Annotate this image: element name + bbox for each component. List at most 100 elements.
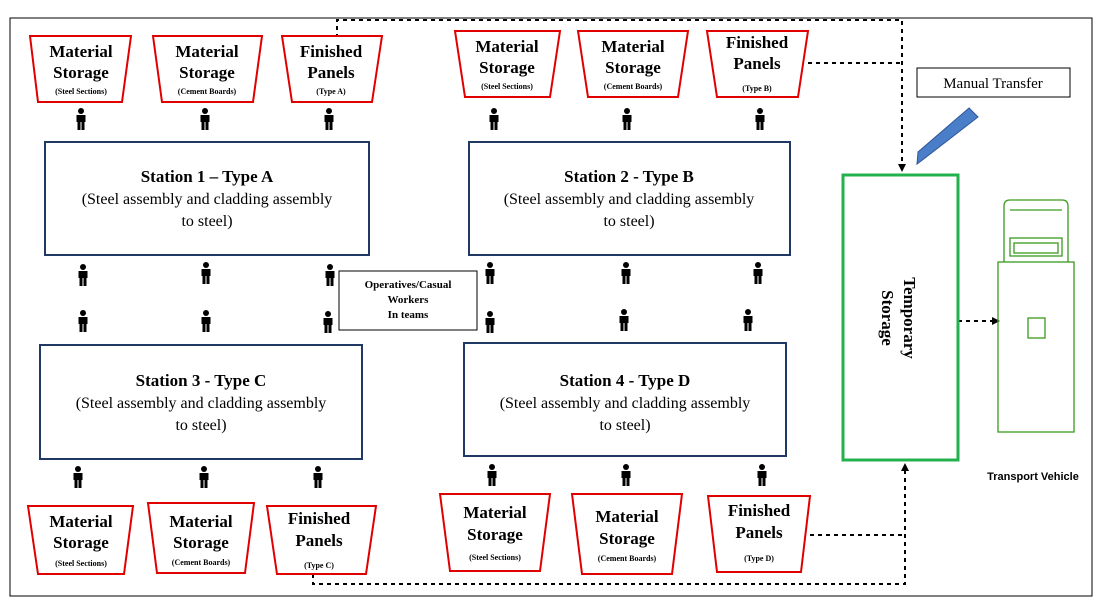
station-1: Station 1 – Type A (Steel assembly and c…	[44, 141, 370, 256]
station-desc-line2: to steel)	[603, 213, 654, 230]
worker-figure	[313, 466, 323, 488]
worker-figure	[621, 262, 631, 284]
manual-transfer-arrow-icon	[916, 107, 979, 166]
worker-figure	[323, 311, 333, 333]
panels-subtitle: (Type A)	[316, 87, 346, 96]
storage-cement-boards-1: Material Storage (Cement Boards)	[151, 35, 264, 103]
worker-figure	[324, 108, 334, 130]
storage-steel-sections-4: Material Storage (Steel Sections)	[438, 493, 552, 572]
station-desc-line1: (Steel assembly and cladding assembly	[504, 191, 755, 208]
storage-subtitle: (Cement Boards)	[604, 82, 663, 91]
finished-panels-type-d: Finished Panels (Type D)	[706, 495, 812, 573]
operatives-label: Operatives/Casual Workers In teams	[338, 270, 478, 331]
panels-title-line2: Panels	[735, 523, 783, 542]
panels-title-line2: Panels	[295, 531, 343, 550]
finished-panels-type-b: Finished Panels (Type B)	[705, 30, 810, 98]
worker-figure	[755, 108, 765, 130]
worker-figure	[485, 311, 495, 333]
panels-subtitle: (Type B)	[742, 84, 772, 93]
storage-cement-boards-2: Material Storage (Cement Boards)	[576, 30, 690, 98]
station-title: Station 2 - Type B	[564, 167, 694, 186]
storage-title-line2: Storage	[599, 529, 655, 548]
transport-vehicle-label: Transport Vehicle	[987, 471, 1079, 483]
panels-title-line2: Panels	[733, 54, 781, 73]
panels-title-line1: Finished	[728, 501, 791, 520]
storage-title-line2: Storage	[467, 525, 523, 544]
station-3: Station 3 - Type C (Steel assembly and c…	[39, 344, 363, 460]
storage-subtitle: (Steel Sections)	[469, 553, 521, 562]
station-desc-line2: to steel)	[599, 417, 650, 434]
worker-figure	[199, 466, 209, 488]
station-desc-line1: (Steel assembly and cladding assembly	[82, 191, 333, 208]
storage-title-line1: Material	[601, 37, 665, 56]
station-title: Station 3 - Type C	[136, 371, 267, 390]
worker-figure	[78, 310, 88, 332]
storage-subtitle: (Cement Boards)	[598, 554, 657, 563]
worker-figure	[487, 464, 497, 486]
station-desc-line1: (Steel assembly and cladding assembly	[500, 395, 751, 412]
storage-title-line2: Storage	[53, 533, 109, 552]
storage-title-line1: Material	[463, 503, 527, 522]
storage-cement-boards-3: Material Storage (Cement Boards)	[146, 502, 256, 574]
manual-transfer-callout: Manual Transfer	[916, 67, 1071, 166]
panels-subtitle: (Type C)	[304, 561, 334, 570]
station-desc-line2: to steel)	[175, 417, 226, 434]
station-title: Station 4 - Type D	[560, 371, 691, 390]
transfer-routes	[312, 19, 1000, 585]
storage-title-line2: Storage	[173, 533, 229, 552]
finished-panels-type-c: Finished Panels (Type C)	[265, 505, 378, 575]
storage-title-line1: Material	[49, 512, 113, 531]
storage-title-line2: Storage	[53, 63, 109, 82]
diagram-frame	[9, 17, 1093, 597]
panels-title-line1: Finished	[300, 42, 363, 61]
storage-title-line2: Storage	[179, 63, 235, 82]
worker-figure	[757, 464, 767, 486]
worker-figure	[325, 264, 335, 286]
panels-subtitle: (Type D)	[744, 554, 774, 563]
worker-figure	[622, 108, 632, 130]
storage-subtitle: (Steel Sections)	[55, 559, 107, 568]
storage-title-line2: Storage	[605, 58, 661, 77]
panels-title-line1: Finished	[726, 33, 789, 52]
worker-figure	[200, 108, 210, 130]
temporary-storage: Temporary Storage	[841, 173, 960, 462]
storage-title-line1: Material	[49, 42, 113, 61]
storage-subtitle: (Steel Sections)	[55, 87, 107, 96]
storage-cement-boards-4: Material Storage (Cement Boards)	[570, 493, 684, 575]
manual-transfer-label: Manual Transfer	[943, 76, 1043, 92]
operatives-label-line2: Workers	[388, 294, 430, 306]
operatives-label-line3: In teams	[388, 309, 429, 321]
storage-subtitle: (Steel Sections)	[481, 82, 533, 91]
storage-subtitle: (Cement Boards)	[178, 87, 237, 96]
worker-figure	[753, 262, 763, 284]
storage-steel-sections-2: Material Storage (Steel Sections)	[453, 30, 562, 98]
storage-steel-sections-1: Material Storage (Steel Sections)	[28, 35, 133, 103]
worker-figure	[489, 108, 499, 130]
station-title: Station 1 – Type A	[141, 167, 274, 186]
worker-figure	[73, 466, 83, 488]
storage-steel-sections-3: Material Storage (Steel Sections)	[26, 505, 135, 575]
operatives-label-line1: Operatives/Casual	[365, 279, 452, 291]
worker-figure	[201, 310, 211, 332]
station-4: Station 4 - Type D (Steel assembly and c…	[463, 342, 787, 457]
route-bottom	[312, 463, 909, 585]
worker-figure	[201, 262, 211, 284]
station-2: Station 2 - Type B (Steel assembly and c…	[468, 141, 791, 256]
temporary-storage-label-line1: Temporary	[900, 277, 919, 359]
panels-title-line1: Finished	[288, 509, 351, 528]
storage-title-line1: Material	[175, 42, 239, 61]
worker-figure	[621, 464, 631, 486]
storage-title-line1: Material	[475, 37, 539, 56]
station-desc-line2: to steel)	[181, 213, 232, 230]
worker-figure	[743, 309, 753, 331]
route-top	[336, 19, 906, 172]
worker-figure	[78, 264, 88, 286]
storage-title-line1: Material	[595, 507, 659, 526]
transport-vehicle-icon	[997, 199, 1075, 433]
finished-panels-type-a: Finished Panels (Type A)	[280, 35, 384, 103]
worker-figure	[619, 309, 629, 331]
worker-figure	[485, 262, 495, 284]
storage-subtitle: (Cement Boards)	[172, 558, 231, 567]
worker-figure	[76, 108, 86, 130]
